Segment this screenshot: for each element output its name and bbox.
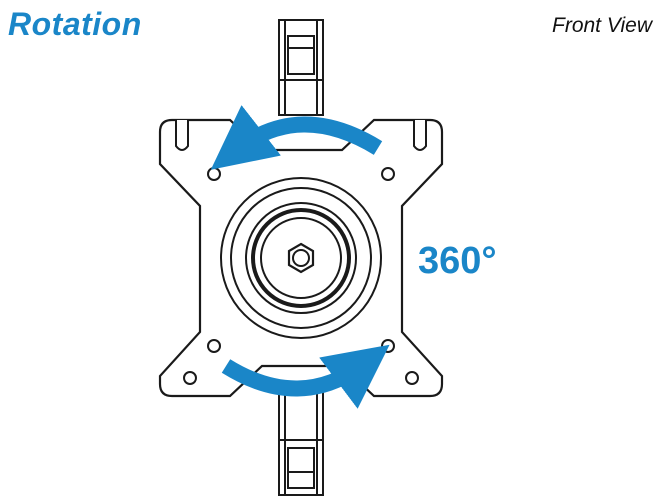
mount-plate [158,118,444,398]
rotation-angle-label: 360° [418,240,497,282]
rotation-arrow-top [210,105,383,170]
rotation-hub [220,177,382,339]
rotation-arrow-bottom [221,344,390,409]
lower-arm [278,384,324,496]
plate-slots [175,120,427,151]
diagram-title: Rotation [8,6,142,42]
upper-arm [278,19,324,116]
view-label: Front View [552,14,652,37]
